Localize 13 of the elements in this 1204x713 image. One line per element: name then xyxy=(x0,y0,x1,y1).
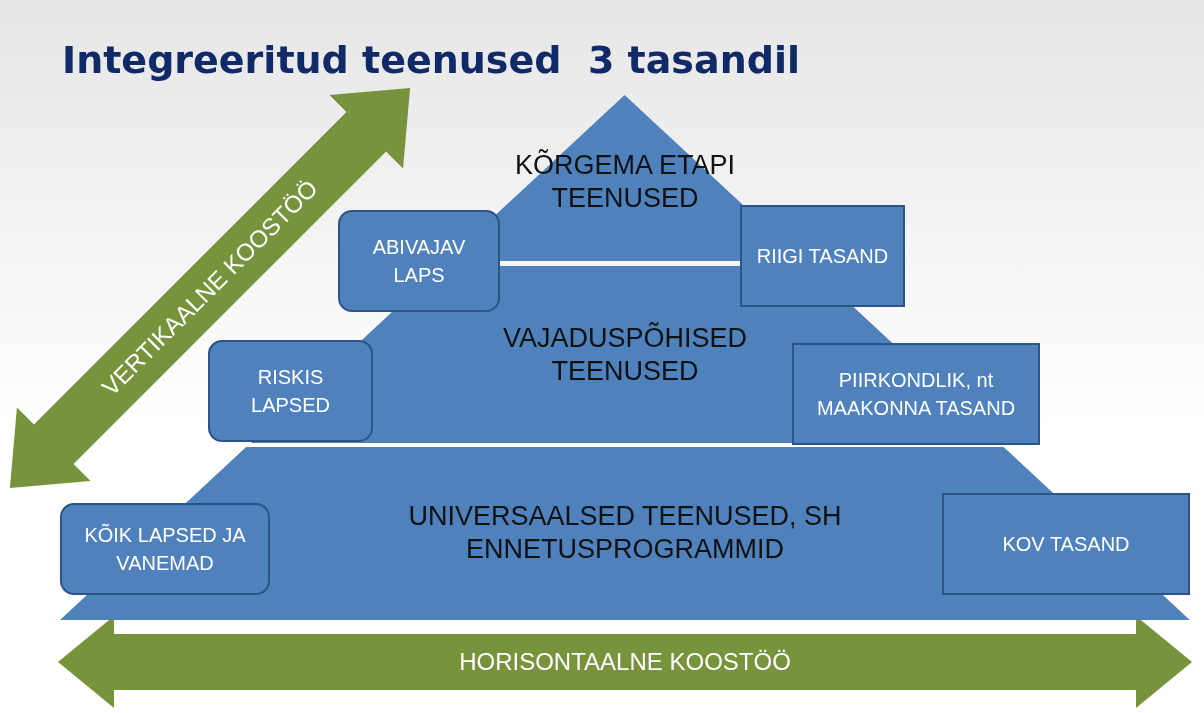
tier-label: VAJADUSPÕHISED TEENUSED xyxy=(501,322,748,388)
info-box xyxy=(338,210,500,312)
arrow-label: HORISONTAALNE KOOSTÖÖ xyxy=(459,648,791,676)
title: Integreeritud teenused 3 tasandil xyxy=(62,38,800,82)
box-label: RIIGI TASAND xyxy=(755,244,890,269)
info-box xyxy=(740,205,905,307)
box-label: KOV TASAND xyxy=(1001,532,1131,557)
box-label: ABIVAJAV LAPS xyxy=(371,235,467,288)
info-box xyxy=(792,343,1040,445)
box-label: KÕIK LAPSED JA VANEMAD xyxy=(83,522,247,576)
tier-label: UNIVERSAALSED TEENUSED, SH ENNETUSPROGRAMMID xyxy=(407,500,843,566)
box-label: RISKIS LAPSED xyxy=(250,365,331,418)
box-label: PIIRKONDLIK, nt MAAKONNA TASAND xyxy=(815,368,1017,421)
